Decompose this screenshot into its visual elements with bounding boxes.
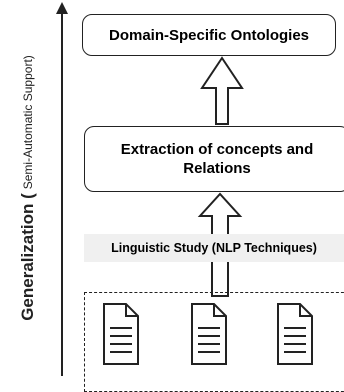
document-icon: [191, 303, 227, 365]
extraction-box: Extraction of concepts and Relations: [84, 126, 344, 192]
domain-ontologies-box: Domain-Specific Ontologies: [82, 14, 336, 56]
hollow-arrow-upper: [200, 56, 244, 125]
extraction-label: Extraction of concepts and Relations: [121, 140, 314, 178]
extraction-label-line2: Relations: [183, 160, 251, 177]
extraction-label-line1: Extraction of concepts and: [120, 141, 314, 158]
documents-layer: [103, 303, 313, 365]
axis-arrowhead: [56, 2, 68, 14]
document-icon: [103, 303, 139, 365]
domain-ontologies-label: Domain-Specific Ontologies: [108, 26, 310, 44]
linguistic-study-text: Linguistic Study (NLP Techniques): [111, 241, 317, 255]
linguistic-study-label: Linguistic Study (NLP Techniques): [84, 234, 344, 262]
document-icon: [277, 303, 313, 365]
